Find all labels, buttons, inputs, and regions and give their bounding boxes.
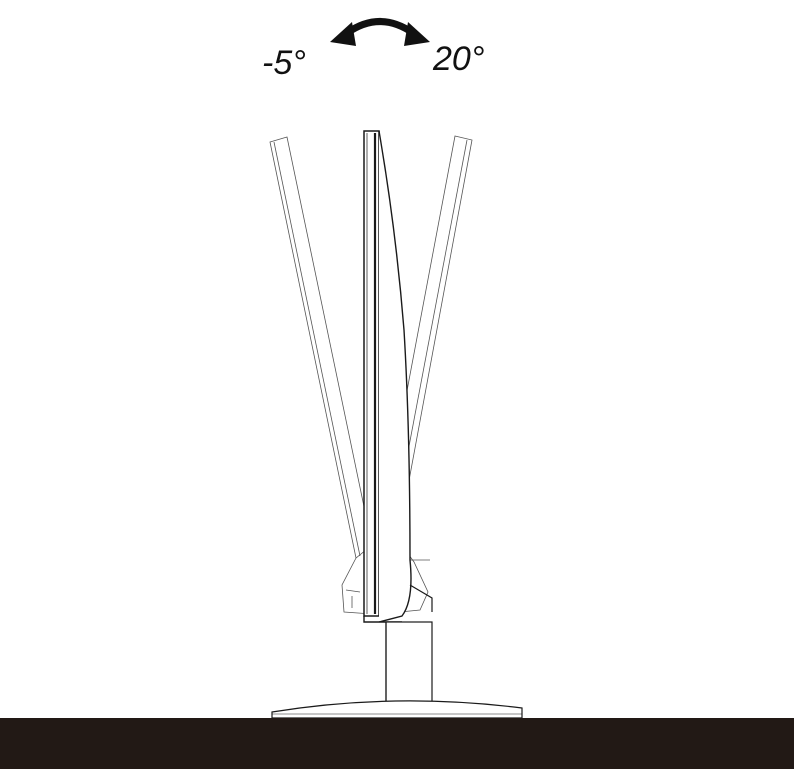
monitor-tilt-back-outline <box>269 136 377 615</box>
stand-base <box>271 700 523 719</box>
monitor-upright <box>363 130 433 623</box>
floor-surface <box>0 718 794 769</box>
tilt-back-angle-label: -5° <box>262 44 306 82</box>
tilt-arrow-icon <box>330 18 430 46</box>
tilt-forward-angle-label: 20° <box>433 40 485 78</box>
